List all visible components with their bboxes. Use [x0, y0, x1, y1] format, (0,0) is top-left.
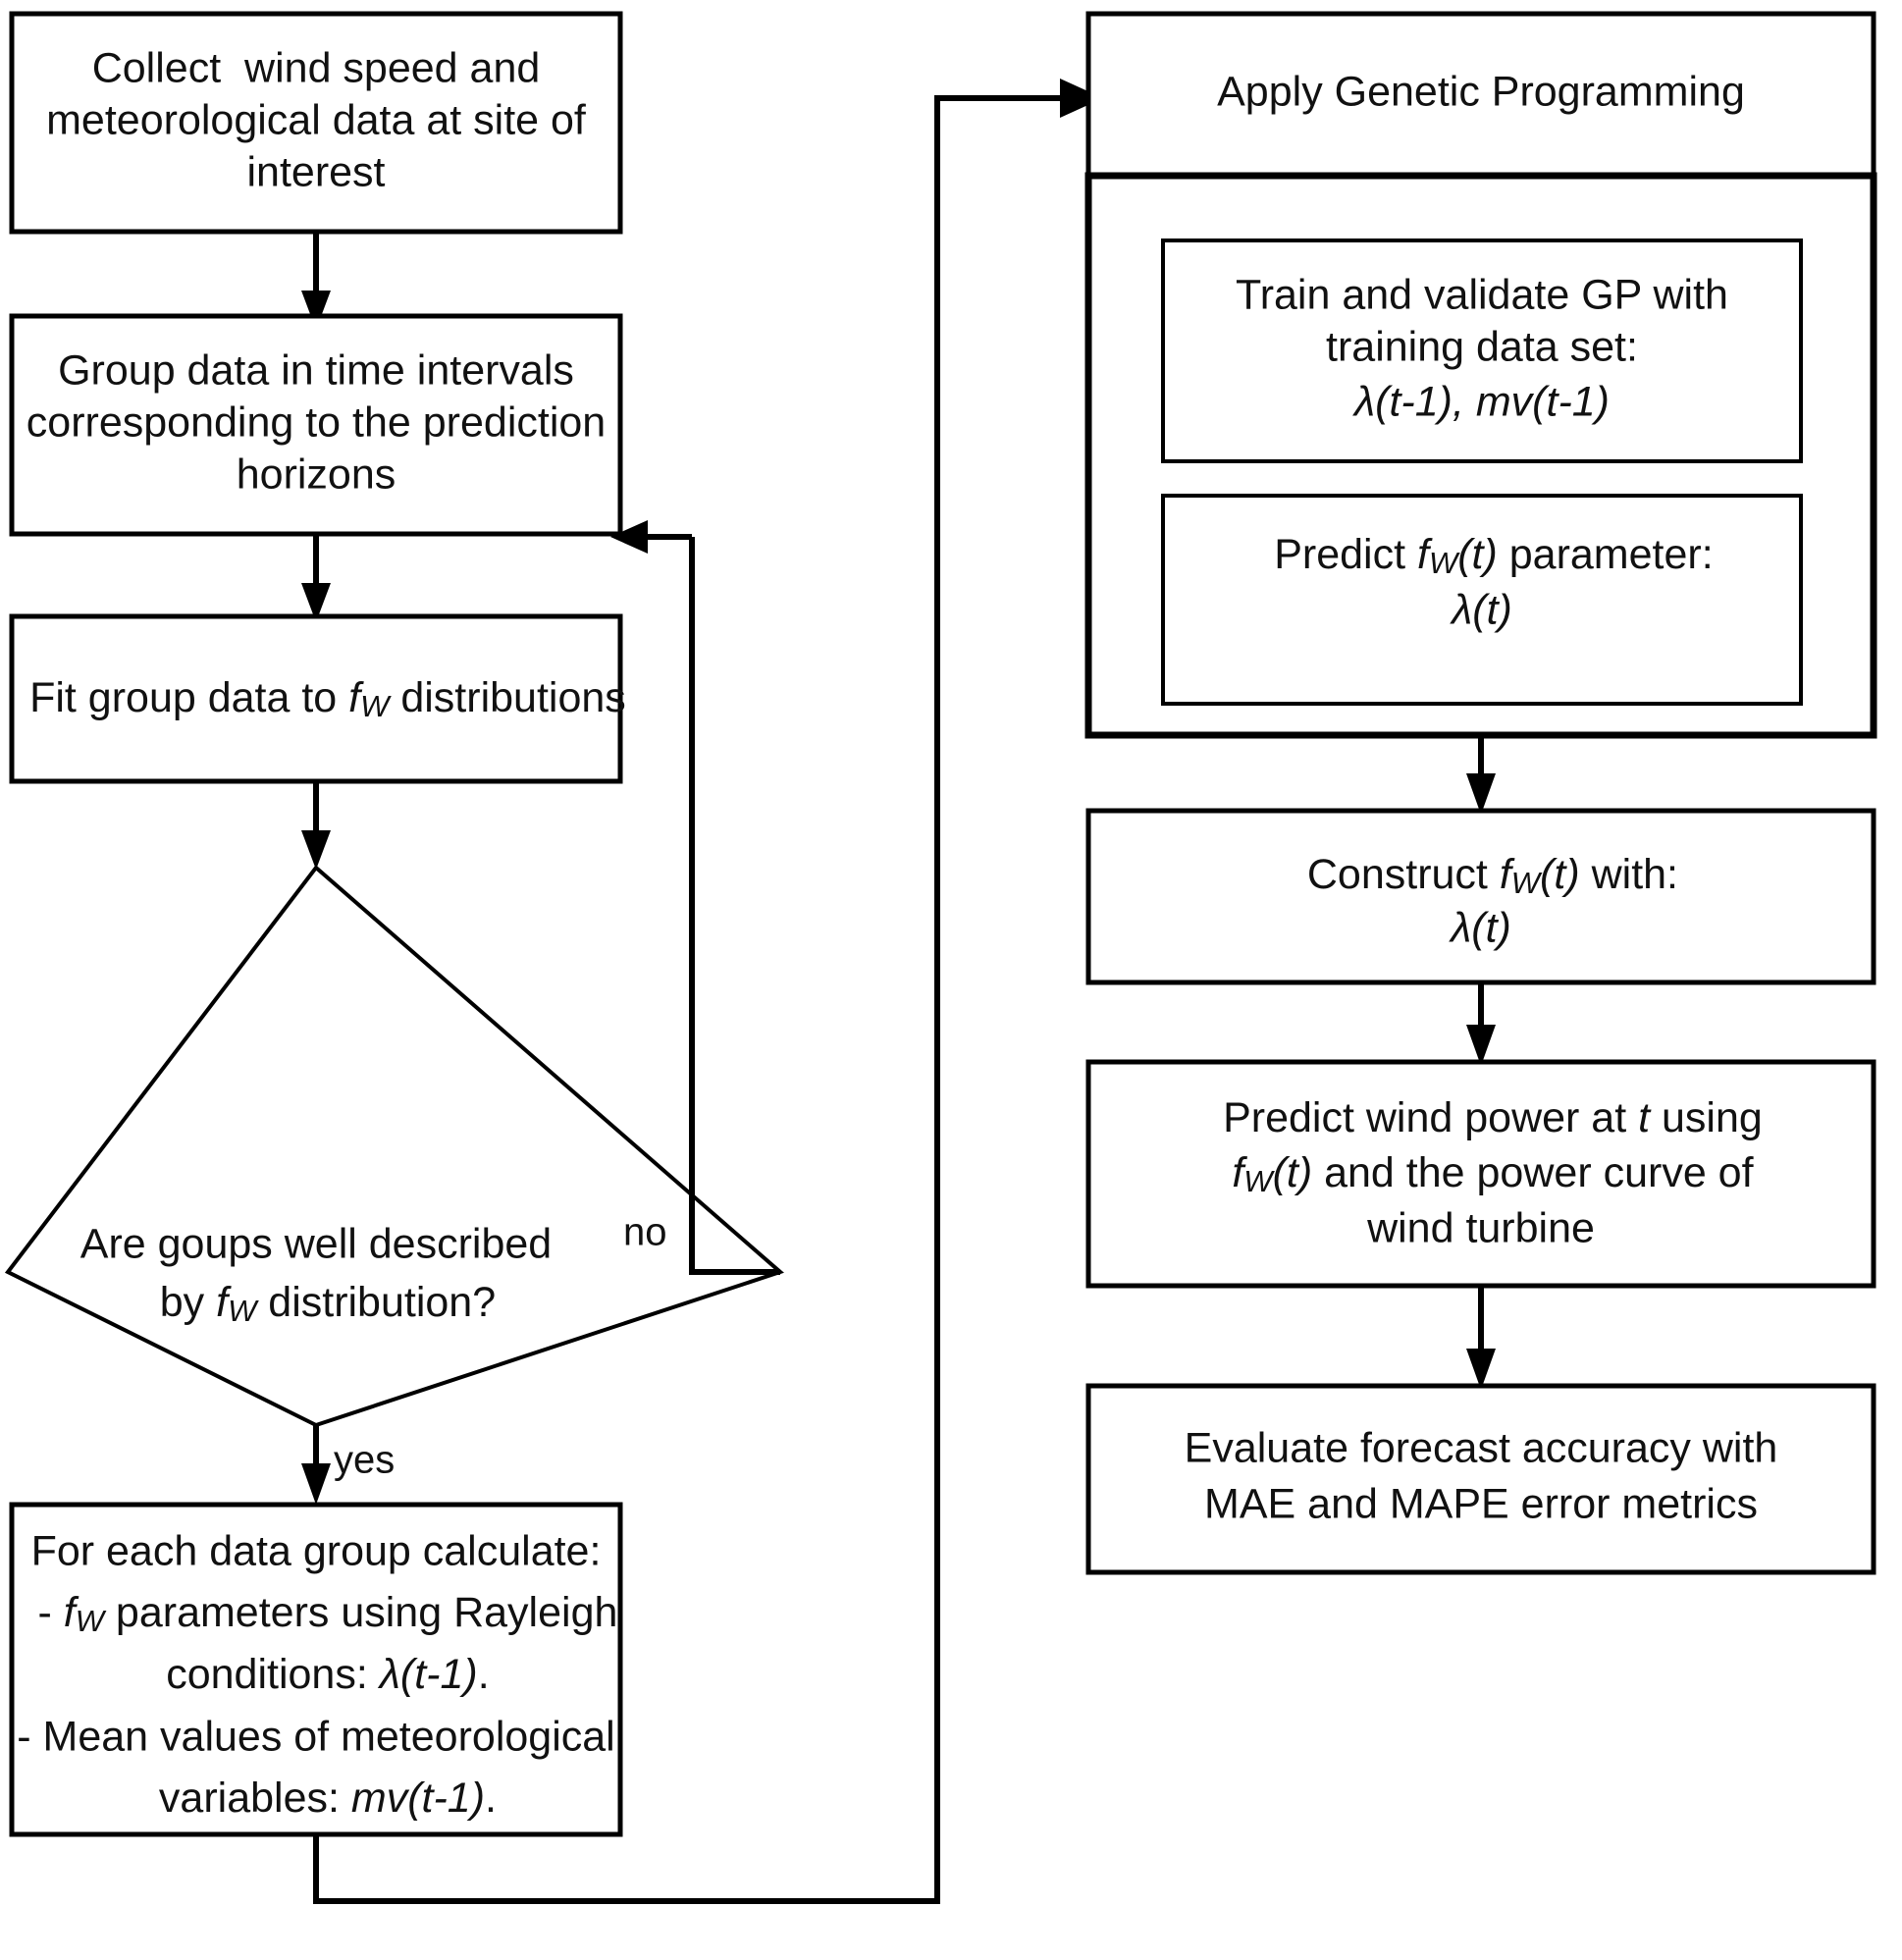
node-foreach-line-1: - fW parameters using Rayleigh [0, 1589, 700, 1638]
node-group-data[interactable]: Group data in time intervals correspondi… [9, 313, 623, 537]
node-construct-fw[interactable]: Construct fW(t) with: λ(t) [1085, 808, 1876, 985]
node-fit-group-data[interactable]: Fit group data to fW distributions [0, 613, 708, 784]
node-group-data-line-0: Group data in time intervals [58, 346, 574, 394]
node-foreach-line-4: variables: mv(t-1). [53, 1775, 578, 1822]
node-evaluate-forecast-accuracy[interactable]: Evaluate forecast accuracy with MAE and … [1085, 1383, 1876, 1575]
node-train-line-0: Train and validate GP with [1236, 271, 1728, 318]
edge-collect-to-group [301, 232, 331, 330]
node-collect-data[interactable]: Collect wind speed and meteorological da… [9, 11, 623, 235]
node-construct-line-0: Construct fW(t) with: [1201, 851, 1760, 900]
node-predict-power-line-2: wind turbine [1366, 1204, 1595, 1251]
node-predict-fw-parameter[interactable]: Predict fW(t) parameter: λ(t) [1161, 494, 1803, 706]
edge-no-loop: no [610, 520, 780, 1275]
edge-predict-to-evaluate [1466, 1286, 1496, 1390]
node-collect-data-line-2: interest [246, 148, 385, 195]
node-for-each-data-group[interactable]: For each data group calculate: - fW para… [0, 1502, 700, 1837]
edge-fit-to-decision [301, 781, 331, 870]
node-train-line-1: training data set: [1326, 323, 1638, 370]
node-apply-gp-label: Apply Genetic Programming [1217, 68, 1745, 115]
node-groups-well-described-decision[interactable]: Are goups well described by fW distribut… [4, 865, 784, 1428]
node-collect-data-line-1: meteorological data at site of [46, 96, 587, 143]
edge-yes: yes [301, 1425, 395, 1505]
node-decision-line-1: by fW distribution? [54, 1279, 578, 1328]
edge-label-no: no [623, 1211, 667, 1254]
node-predict-param-line-0: Predict fW(t) parameter: [1169, 531, 1796, 580]
node-apply-genetic-programming[interactable]: Apply Genetic Programming [1085, 11, 1876, 179]
edge-label-yes: yes [334, 1439, 395, 1482]
edge-gp-to-construct [1466, 735, 1496, 815]
edge-foreach-to-apply-gp [313, 79, 1103, 1904]
node-foreach-line-3: - Mean values of meteorological [17, 1713, 614, 1760]
node-construct-line-1: λ(t) [1449, 904, 1511, 951]
node-predict-param-line-1: λ(t) [1450, 586, 1512, 633]
node-predict-power-line-0: Predict wind power at t using [1118, 1094, 1845, 1141]
node-decision-line-0: Are goups well described [80, 1220, 552, 1267]
node-predict-wind-power[interactable]: Predict wind power at t using fW(t) and … [1085, 1059, 1876, 1289]
node-foreach-line-0: For each data group calculate: [31, 1527, 602, 1574]
node-train-validate-gp[interactable]: Train and validate GP with training data… [1161, 238, 1803, 463]
edge-construct-to-predict [1466, 982, 1496, 1066]
node-group-data-line-1: corresponding to the prediction [26, 398, 606, 446]
node-evaluate-line-0: Evaluate forecast accuracy with [1185, 1424, 1778, 1471]
node-fit-group-data-line-0: Fit group data to fW distributions [0, 674, 708, 723]
edge-group-to-fit [301, 534, 331, 622]
node-evaluate-line-1: MAE and MAPE error metrics [1204, 1480, 1758, 1527]
node-foreach-line-2: conditions: λ(t-1). [61, 1651, 572, 1698]
node-train-line-2: λ(t-1), mv(t-1) [1352, 378, 1610, 425]
node-collect-data-line-0: Collect wind speed and [92, 44, 541, 91]
node-group-data-line-2: horizons [237, 450, 396, 498]
node-predict-power-line-1: fW(t) and the power curve of [1127, 1149, 1835, 1198]
